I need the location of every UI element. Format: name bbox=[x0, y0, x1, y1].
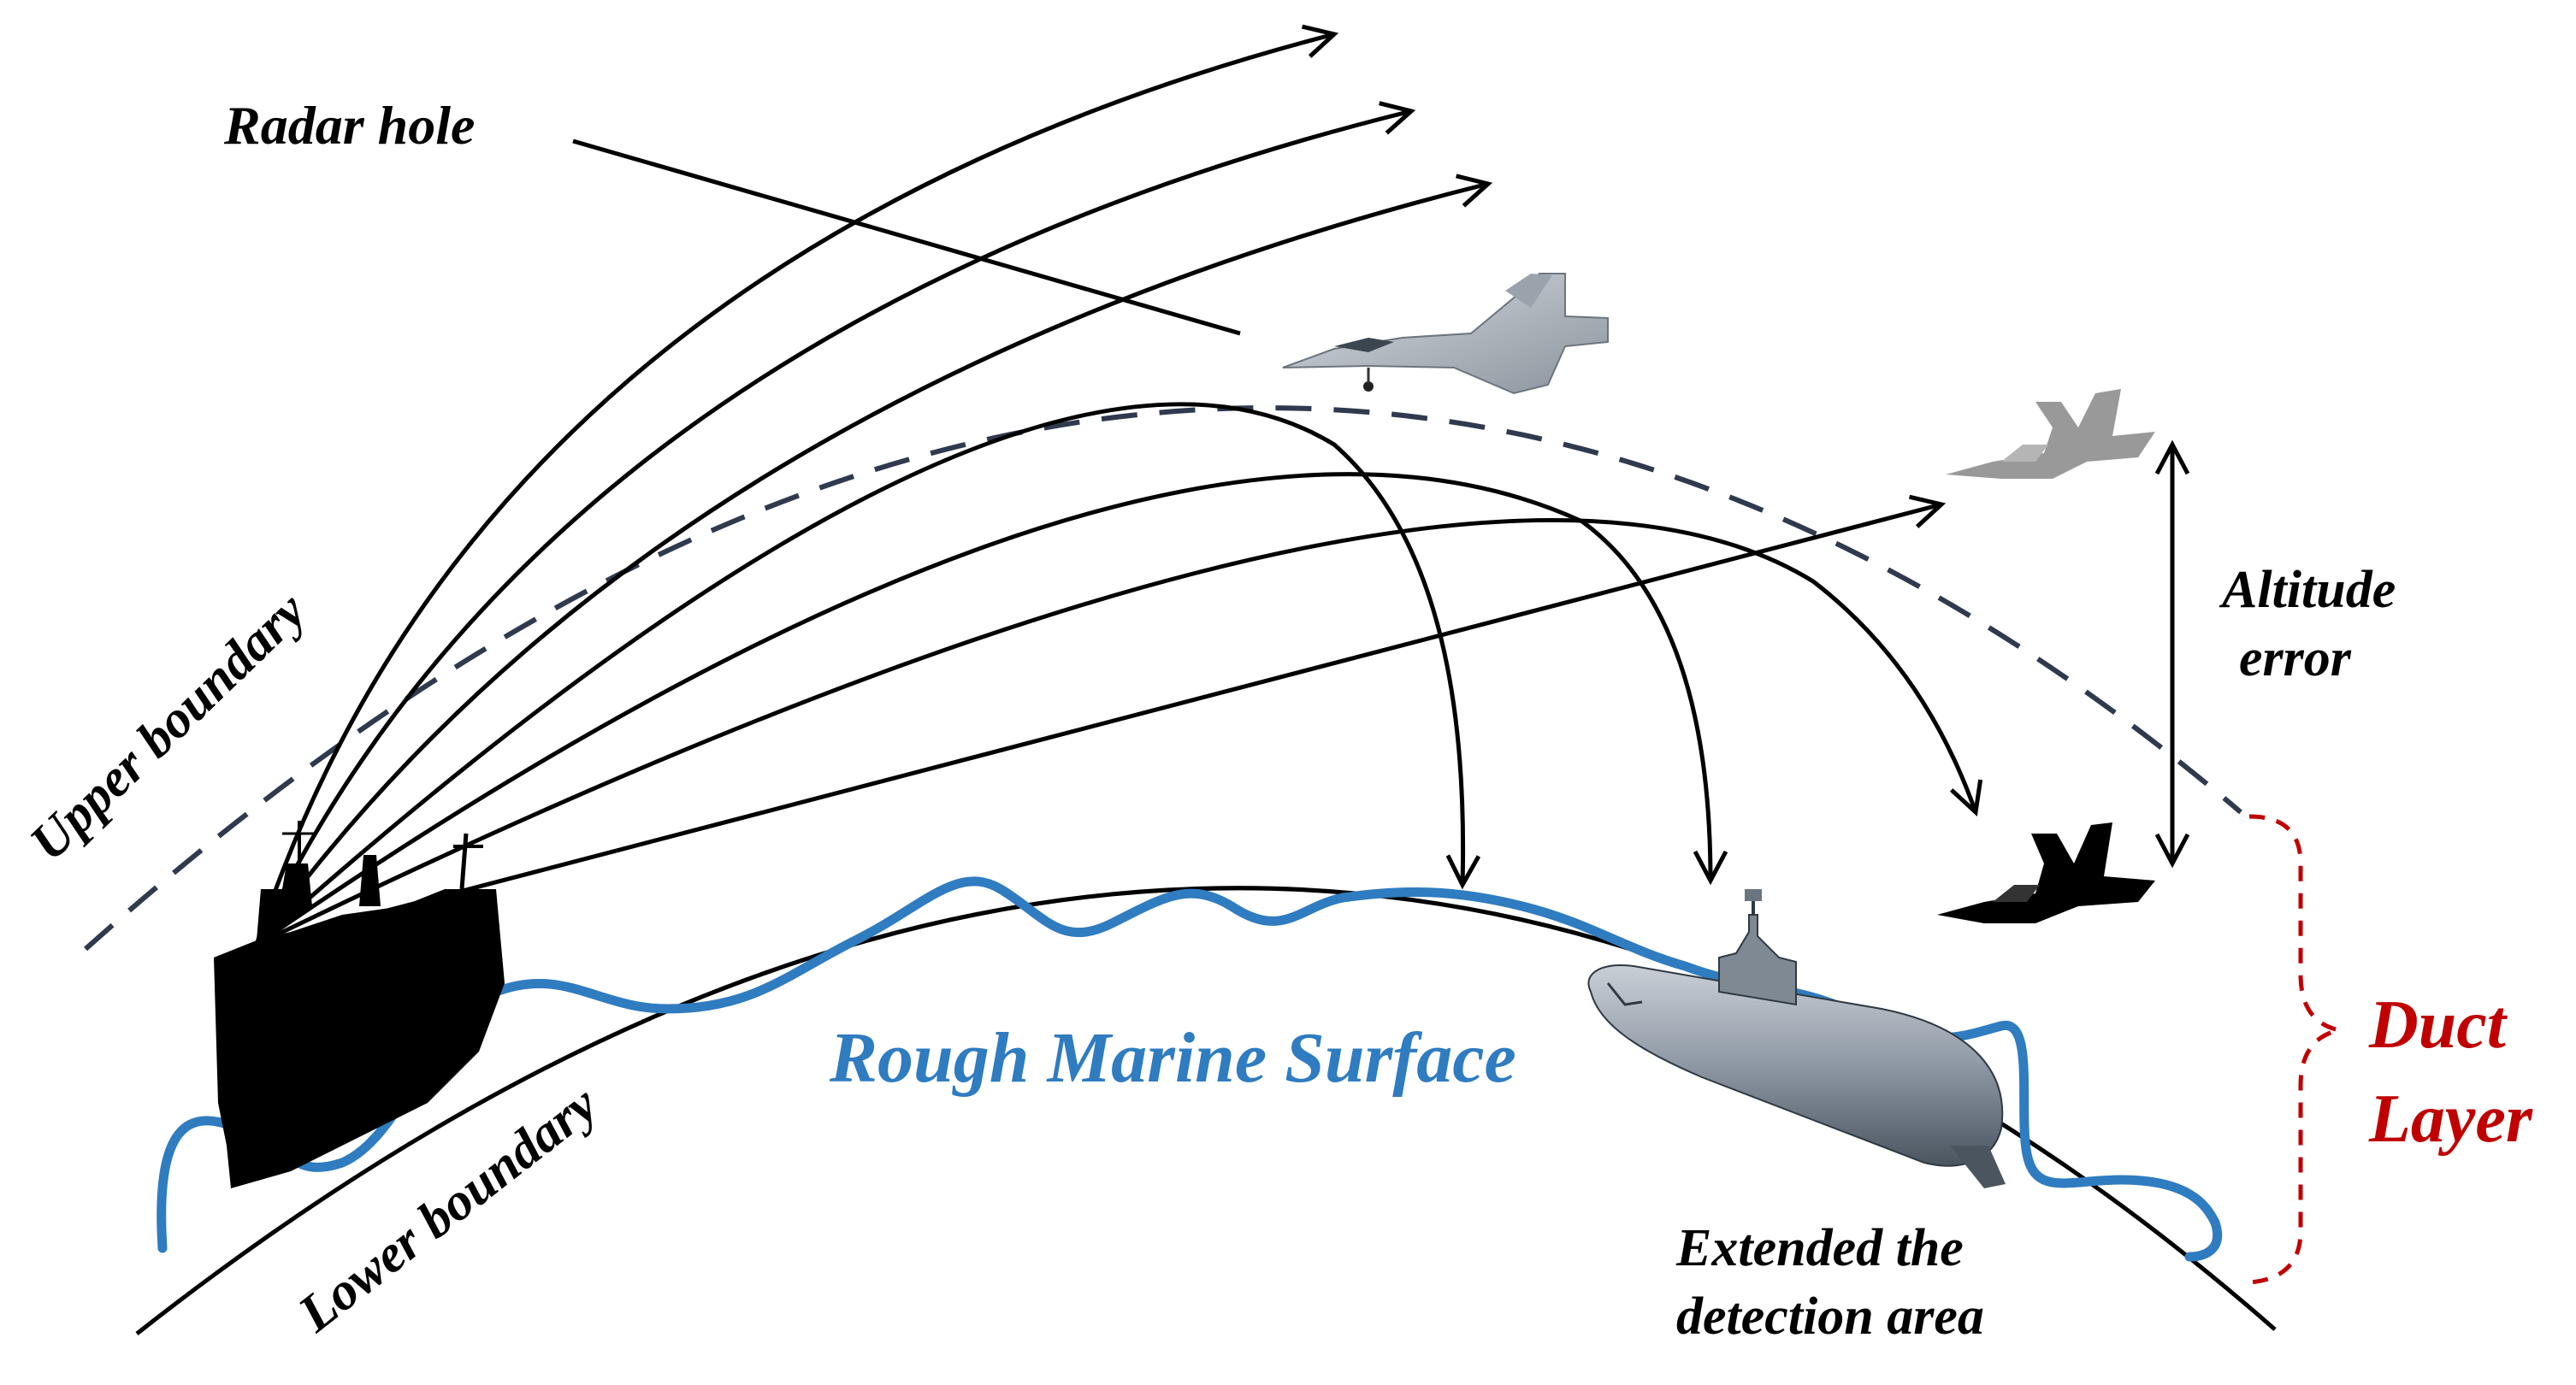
upper-boundary-label: Upper boundary bbox=[19, 581, 317, 872]
upper-boundary-curve bbox=[84, 405, 2242, 952]
duct-layer-bracket bbox=[2248, 814, 2340, 1285]
radar-rays bbox=[254, 24, 1983, 947]
fighter-jet-ghost-icon bbox=[1946, 389, 2155, 479]
altitude-error-label-line2: error bbox=[2239, 629, 2352, 687]
duct-layer-label-line1: Duct bbox=[2368, 987, 2508, 1063]
detection-area-label-line2: detection area bbox=[1676, 1288, 1984, 1346]
radar-hole-pointer bbox=[572, 138, 1241, 336]
stealth-fighter-icon bbox=[1282, 273, 1609, 395]
fighter-jet-icon bbox=[1937, 822, 2155, 923]
radar-hole-label: Radar hole bbox=[223, 95, 475, 156]
ray-to-ghost-target bbox=[256, 494, 1947, 947]
ducted-ray-1 bbox=[255, 402, 1481, 946]
detection-area-label-line1: Extended the bbox=[1675, 1219, 1964, 1277]
altitude-error-label-line1: Altitude bbox=[2219, 561, 2396, 619]
surface-label: Rough Marine Surface bbox=[829, 1018, 1516, 1098]
submarine-icon bbox=[1587, 889, 2006, 1188]
escaping-ray-3 bbox=[254, 174, 1493, 946]
ducted-ray-2 bbox=[255, 472, 1728, 947]
ducted-ray-3 bbox=[255, 518, 1983, 947]
duct-layer-label-line2: Layer bbox=[2368, 1081, 2533, 1157]
escaping-ray-2 bbox=[254, 101, 1416, 946]
escaping-ray-1 bbox=[254, 24, 1339, 946]
ship-icon bbox=[214, 821, 505, 1188]
